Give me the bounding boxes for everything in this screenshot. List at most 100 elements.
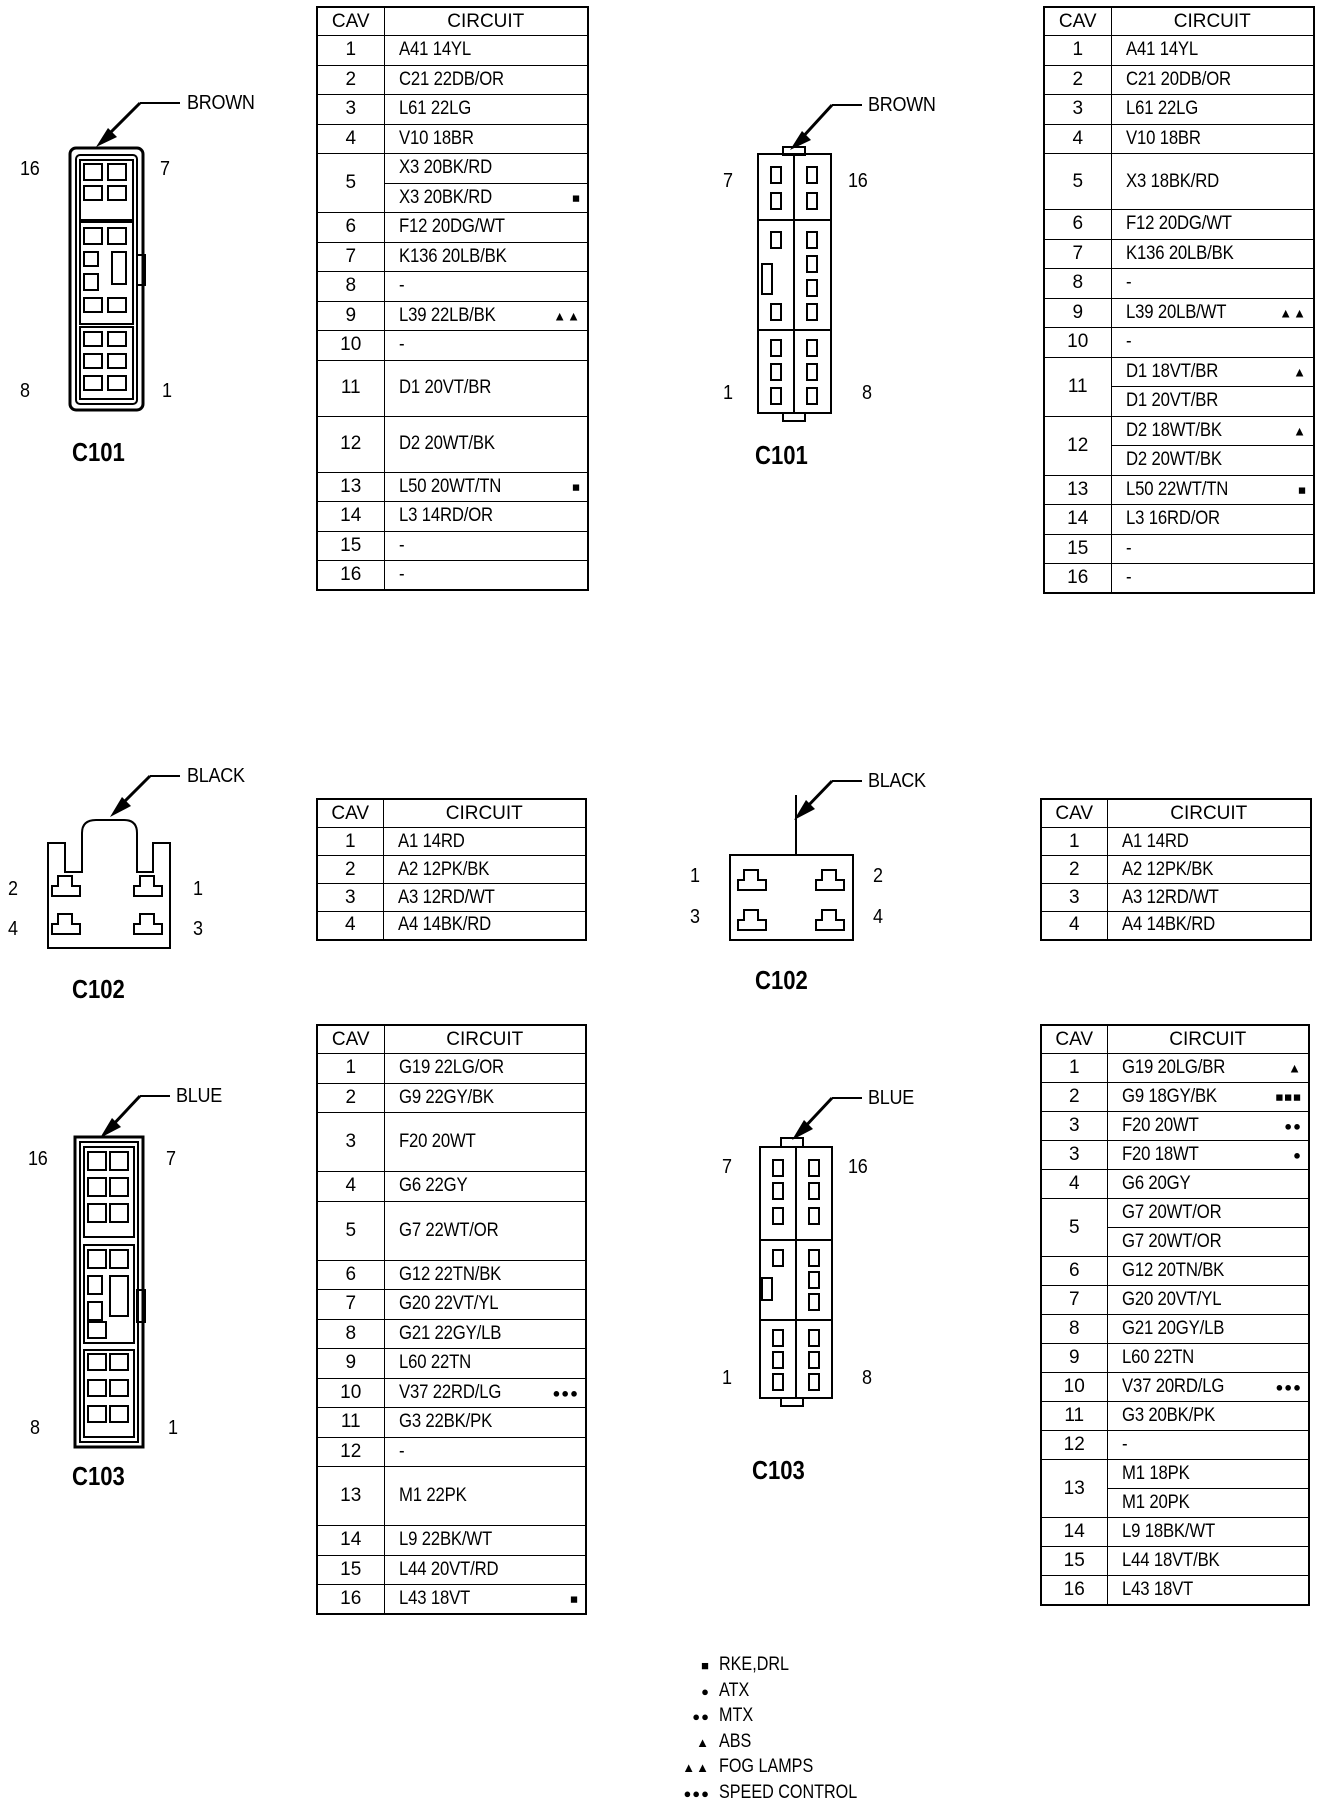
circuit-cell: G21 20GY/LB [1106, 1314, 1310, 1344]
circuit-text: - [398, 564, 405, 585]
circuit-text: V10 18BR [1125, 127, 1201, 149]
cav-cell: 8 [1043, 268, 1112, 299]
connector-title: C102 [72, 974, 125, 1004]
circuit-text: - [1125, 272, 1132, 294]
option-marker-icon: ▲▲ [553, 308, 581, 324]
cav-cell: 4 [1040, 1169, 1108, 1199]
circuit-cell: V10 18BR [383, 123, 589, 154]
table-row: X3 20BK/RD■ [317, 182, 589, 213]
circuit-cell: X3 20BK/RD [383, 153, 589, 184]
circuit-cell: - [383, 1436, 587, 1467]
cav-cell: 11 [1043, 356, 1112, 417]
circuit-cell: G6 22GY [383, 1171, 587, 1202]
circuit-text: A41 14YL [398, 39, 471, 61]
cav-cell: 3 [1040, 1111, 1108, 1141]
circuit-text: D1 20VT/BR [398, 377, 491, 398]
circuit-text: - [1125, 537, 1132, 559]
legend-label: SPEED CONTROL [719, 1781, 858, 1803]
cav-cell: 2 [316, 855, 384, 884]
cav-cell: 6 [316, 212, 385, 243]
circuit-cell: D1 20VT/BR [1110, 386, 1315, 417]
pin-label-bottom-left: 8 [30, 1417, 40, 1439]
circuit-cell: L39 20LB/WT▲▲ [1110, 297, 1315, 328]
circuit-text: - [398, 1440, 405, 1462]
circuit-cell: - [1110, 327, 1315, 358]
circuit-text: M1 18PK [1121, 1463, 1190, 1484]
circuit-cell: - [1106, 1430, 1310, 1460]
table-row: 12- [1040, 1430, 1310, 1460]
circuit-text: L39 22LB/BK [398, 304, 496, 326]
circuit-cell: A1 14RD [1106, 827, 1312, 856]
circuit-text: G9 22GY/BK [398, 1086, 494, 1108]
pin-label-top-left: 2 [8, 878, 18, 900]
connector-color-label: BROWN [187, 92, 255, 114]
option-marker-icon: ▲▲ [1279, 305, 1307, 321]
connector-c102-b-drawing [729, 779, 862, 941]
circuit-cell: A41 14YL [1110, 35, 1315, 66]
legend-label: FOG LAMPS [719, 1756, 814, 1777]
pin-label-bottom-left: 1 [722, 1367, 732, 1389]
table-row: 12- [316, 1436, 587, 1467]
connector-color-label: BLUE [176, 1085, 222, 1107]
cav-cell: 10 [1040, 1372, 1108, 1402]
table-row: 8- [316, 271, 589, 302]
circuit-text: C21 22DB/OR [398, 68, 504, 90]
circuit-cell: M1 22PK [383, 1466, 587, 1526]
circuit-cell: X3 18BK/RD [1110, 153, 1315, 210]
cav-header: CAV [316, 798, 384, 828]
connector-c103-b-drawing [759, 1096, 862, 1407]
cav-cell: 12 [316, 1436, 385, 1467]
circuit-header: CIRCUIT [383, 6, 589, 36]
circuit-text: A41 14YL [1125, 39, 1198, 61]
pin-label-bottom-left: 4 [8, 918, 18, 940]
circuit-text: L44 18VT/BK [1121, 1550, 1220, 1571]
cav-header: CAV [316, 1024, 385, 1054]
cav-cell: 8 [316, 271, 385, 302]
connector-color-label: BLUE [868, 1087, 914, 1109]
connector-c102-a-drawing [47, 774, 180, 949]
legend-label: RKE,DRL [719, 1654, 790, 1675]
circuit-cell: L9 22BK/WT [383, 1525, 587, 1556]
pin-label-top-right: 7 [160, 158, 170, 180]
circuit-cell: M1 20PK [1106, 1488, 1310, 1518]
cav-cell: 4 [316, 911, 384, 940]
pin-label-bottom-left: 3 [690, 906, 700, 928]
circuit-text: G7 20WT/OR [1121, 1231, 1222, 1252]
circuit-text: G12 22TN/BK [398, 1263, 501, 1285]
cav-cell: 13 [316, 1466, 385, 1526]
circuit-cell: G9 18GY/BK■■■ [1106, 1082, 1310, 1112]
circuit-text: A2 12PK/BK [397, 858, 489, 880]
cav-cell: 2 [316, 1082, 385, 1113]
pin-label-bottom-right: 4 [873, 906, 883, 928]
legend-label: ABS [719, 1730, 752, 1752]
circuit-cell: - [1110, 268, 1315, 299]
option-marker-icon: ■ [1298, 482, 1307, 498]
circuit-cell: F12 20DG/WT [1110, 209, 1315, 240]
cav-cell: 16 [1040, 1575, 1108, 1605]
pin-label-top-right: 2 [873, 865, 883, 887]
pin-label-top-left: 16 [20, 158, 40, 180]
legend-symbol-icon: ■ [701, 1658, 710, 1673]
cav-cell: 14 [316, 501, 385, 532]
circuit-text: M1 22PK [398, 1485, 467, 1506]
connector-title: C103 [72, 1461, 125, 1491]
pin-label-bottom-right: 1 [162, 380, 172, 402]
cav-cell: 1 [316, 827, 384, 856]
table-row: D2 20WT/BK [1044, 445, 1315, 476]
cav-header: CAV [316, 6, 385, 36]
cav-cell: 10 [1043, 327, 1112, 358]
connector-title: C101 [72, 437, 125, 467]
cav-cell: 16 [1043, 563, 1112, 594]
option-marker-icon: ▲ [1293, 364, 1307, 380]
